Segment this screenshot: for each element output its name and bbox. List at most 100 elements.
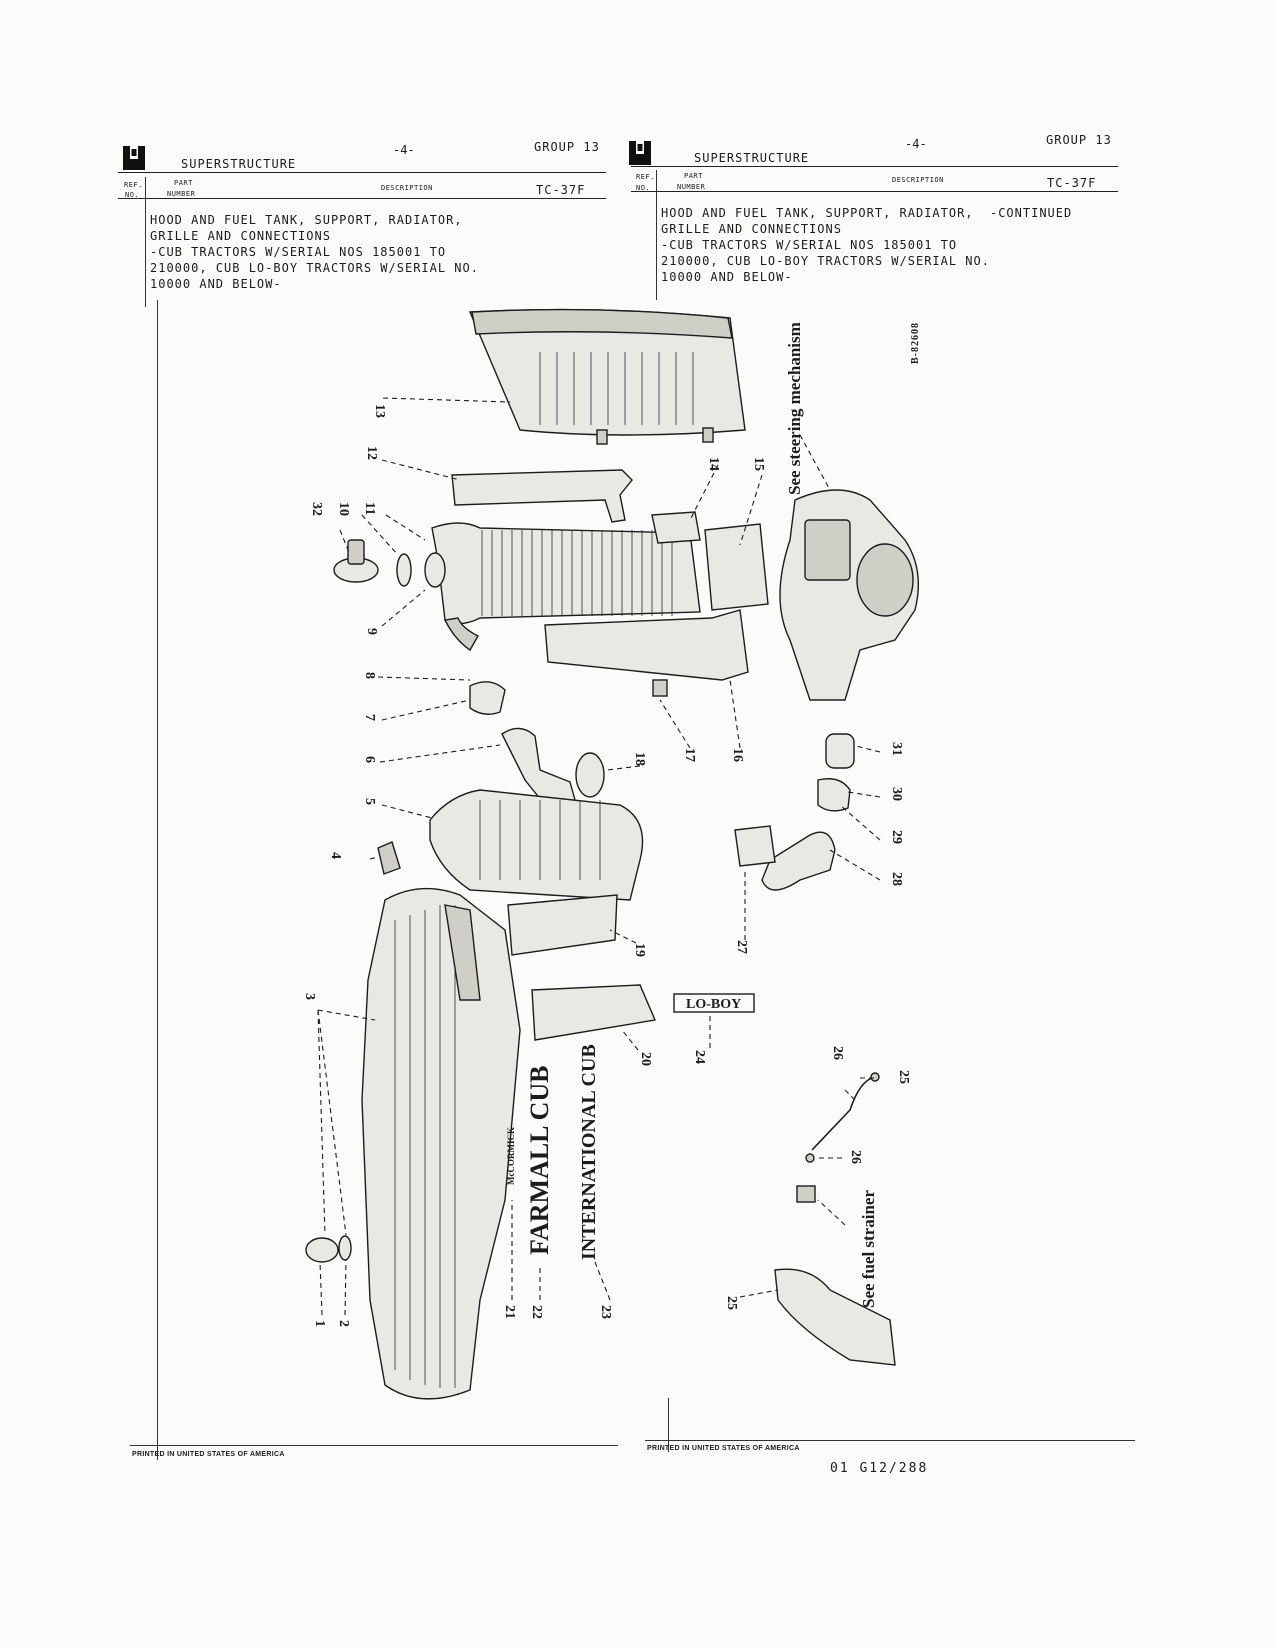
callout-24: 24	[692, 1050, 707, 1064]
callout-21: 21	[502, 1305, 517, 1319]
right-group-label: GROUP 13	[1046, 133, 1112, 147]
decal-international-cub: INTERNATIONAL CUB	[578, 1044, 600, 1260]
callout-3: 3	[302, 993, 317, 1000]
right-col-description: DESCRIPTION	[892, 176, 944, 184]
right-col-divider-2	[668, 1398, 669, 1452]
fuel-strainer-part	[796, 1185, 816, 1203]
ih-logo-icon	[123, 146, 145, 170]
right-catalog-number: TC-37F	[1047, 176, 1097, 190]
right-col-divider-1	[656, 170, 657, 300]
callout-10: 10	[336, 502, 351, 516]
steering-housing-part	[779, 489, 920, 701]
hose-8	[469, 681, 506, 715]
leader-lines	[317, 397, 881, 1316]
gasket-28	[734, 825, 776, 867]
right-ih-logo	[628, 140, 652, 170]
side-panel-20	[531, 984, 656, 1041]
outlet-pipe-29	[761, 831, 836, 891]
left-col-divider-2	[157, 300, 158, 1460]
left-footer: PRINTED IN UNITED STATES OF AMERICA	[132, 1451, 285, 1458]
callout-8: 8	[362, 672, 377, 679]
callout-13: 13	[372, 404, 387, 418]
left-ih-logo	[122, 145, 146, 175]
document-number: 01 G12/288	[830, 1461, 929, 1476]
left-col-description: DESCRIPTION	[381, 184, 433, 192]
left-colhead-rule	[118, 198, 606, 199]
callout-17: 17	[682, 748, 697, 762]
fuel-line-27	[811, 1076, 876, 1151]
clip-17	[652, 679, 668, 697]
right-colhead-rule	[631, 191, 1118, 192]
left-section-title: SUPERSTRUCTURE	[181, 157, 297, 171]
clamp-31	[817, 778, 851, 812]
callout-4: 4	[328, 852, 343, 859]
fitting-26b	[805, 1153, 815, 1163]
right-header-rule	[631, 166, 1118, 167]
gasket-15	[704, 523, 769, 611]
radiator-cap-part	[333, 539, 379, 583]
fuel-cap-1	[305, 1237, 339, 1263]
right-col-part: PART	[684, 172, 703, 180]
callout-19: 19	[632, 943, 647, 957]
callout-9: 9	[364, 628, 379, 635]
callout-1: 1	[312, 1320, 327, 1327]
left-col-number: NUMBER	[167, 190, 196, 198]
right-footer: PRINTED IN UNITED STATES OF AMERICA	[647, 1445, 800, 1452]
callout-15: 15	[751, 457, 766, 471]
side-panel-19	[507, 894, 618, 956]
decal-mccormick: McCORMICK	[506, 1127, 516, 1185]
hood-fuel-tank-part	[361, 887, 521, 1400]
left-page-number: -4-	[393, 143, 415, 157]
callout-18: 18	[632, 752, 647, 766]
callout-32: 31	[889, 742, 904, 756]
left-group-label: GROUP 13	[534, 140, 600, 154]
callout-11: 11	[362, 502, 377, 515]
note-fuel-strainer: See fuel strainer	[859, 1190, 878, 1308]
right-col-ref: REF.	[636, 173, 655, 181]
callout-27: 26	[830, 1046, 845, 1060]
left-col-part: PART	[174, 179, 193, 187]
bracket-4	[377, 841, 401, 875]
left-description: HOOD AND FUEL TANK, SUPPORT, RADIATOR, G…	[150, 213, 479, 291]
callout-12: 12	[364, 446, 379, 460]
right-section-title: SUPERSTRUCTURE	[694, 151, 810, 165]
grille-part	[468, 308, 746, 445]
left-footer-rule	[130, 1445, 618, 1446]
drawing-code: B-82608	[910, 322, 921, 364]
callout-23: 23	[598, 1305, 613, 1319]
callout-6: 6	[362, 756, 377, 763]
callout-7: 7	[362, 714, 377, 721]
left-col-divider-1	[145, 177, 146, 307]
right-col-number: NUMBER	[677, 183, 706, 191]
left-header-rule	[118, 172, 606, 173]
callout-25: 25	[724, 1296, 739, 1310]
gasket-18	[575, 752, 605, 798]
right-description: HOOD AND FUEL TANK, SUPPORT, RADIATOR, -…	[661, 206, 1073, 284]
callout-26-upper: 25	[896, 1070, 911, 1084]
gasket-14	[651, 511, 701, 544]
left-col-ref: REF.	[124, 181, 143, 189]
left-catalog-number: TC-37F	[536, 183, 586, 197]
fan-shroud-part	[429, 789, 644, 901]
callout-2: 2	[336, 1320, 351, 1327]
washer-10	[396, 553, 412, 587]
decal-farmall-cub: FARMALL CUB	[525, 1066, 554, 1255]
callout-31: 30	[889, 787, 904, 801]
ih-logo-icon	[629, 141, 651, 165]
radiator-support-bracket	[451, 469, 633, 523]
decal-loboy: LO-BOY	[686, 997, 741, 1012]
callout-numbers: 13 12 14 15 32 10 11 9 8 7 6 18 17 16 5 …	[302, 404, 911, 1327]
callout-26-lower: 26	[848, 1150, 863, 1164]
left-col-no: NO.	[125, 191, 140, 199]
callout-33: 32	[309, 502, 324, 516]
callout-28: 27	[734, 940, 749, 954]
right-page-number: -4-	[905, 137, 927, 151]
right-col-no: NO.	[636, 184, 651, 192]
note-steering-mechanism: See steering mechanism	[785, 322, 804, 495]
hose-32	[825, 733, 855, 769]
callout-14: 14	[706, 457, 721, 471]
lower-radiator-bracket	[544, 609, 749, 681]
shield-25	[774, 1268, 896, 1366]
callout-22: 22	[529, 1305, 544, 1319]
